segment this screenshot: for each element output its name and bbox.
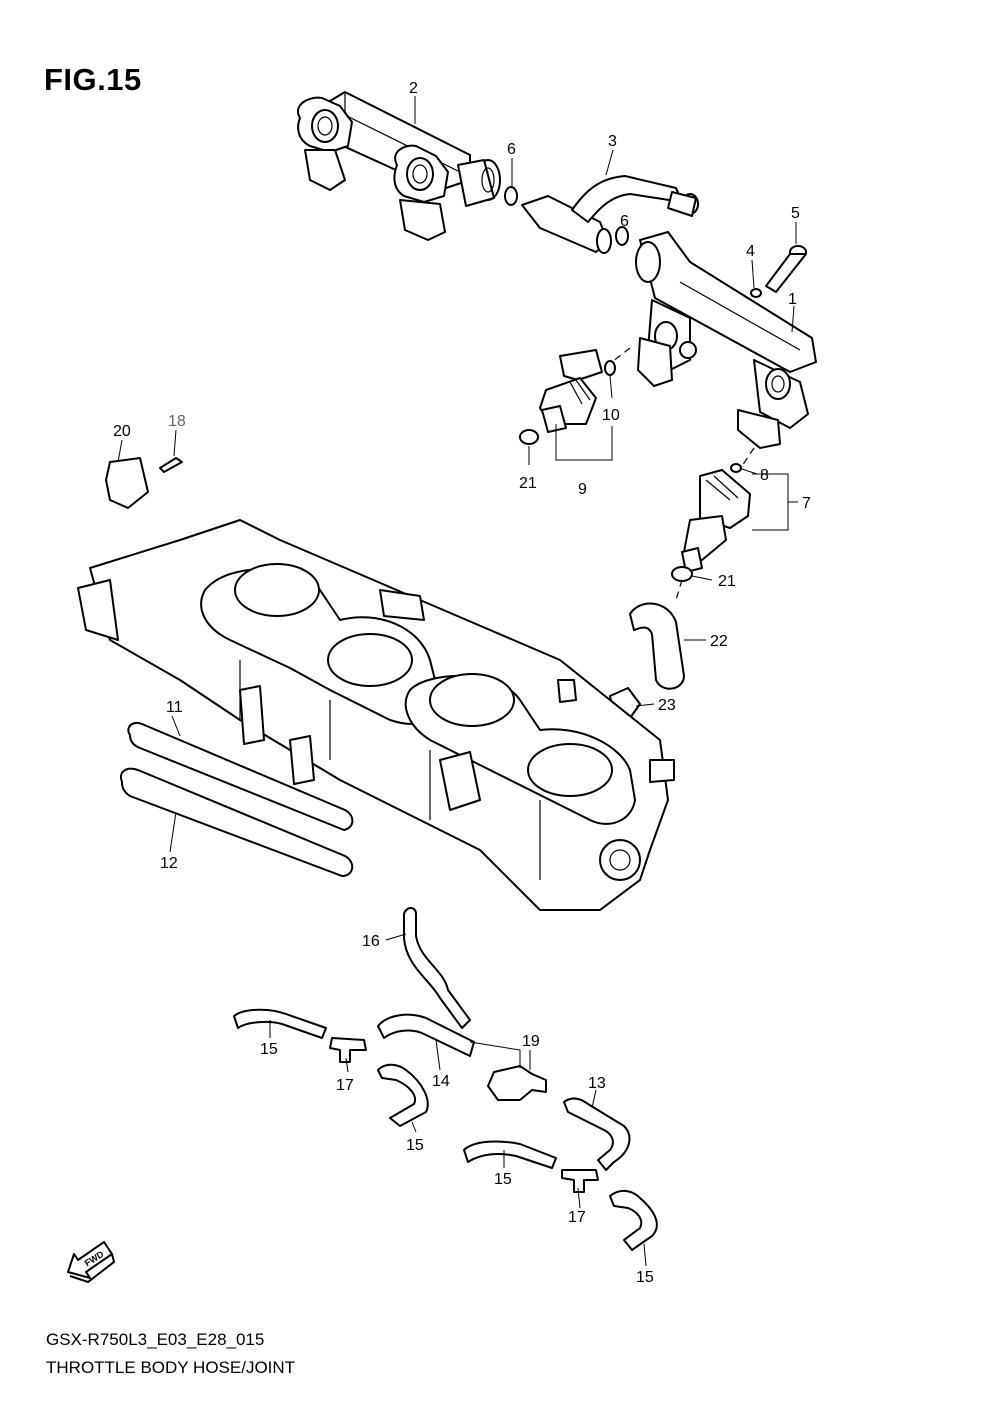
joint-17-left [329, 1037, 367, 1063]
hose-15-left [233, 1008, 327, 1039]
hose-14 [377, 1013, 475, 1057]
callout-14: 14 [432, 1073, 450, 1090]
callout-1: 1 [788, 291, 797, 308]
gasket-12 [120, 767, 354, 877]
callout-17-left: 17 [336, 1077, 354, 1094]
hose-22 [629, 602, 685, 690]
hose-15-mid [377, 1063, 429, 1127]
callout-8: 8 [760, 467, 769, 484]
diagram-caption: THROTTLE BODY HOSE/JOINT [46, 1358, 296, 1377]
callout-21-upper: 21 [519, 475, 537, 492]
callout-15-mid: 15 [406, 1137, 424, 1154]
dashed-guide-lines [611, 347, 755, 601]
callout-10: 10 [602, 407, 620, 424]
hose-15-bottom [609, 1190, 658, 1251]
o-ring-6-lower [615, 226, 629, 246]
figure-title: FIG.15 [44, 62, 142, 97]
o-ring-8 [730, 463, 742, 473]
fwd-arrow-icon: FWD [67, 1241, 116, 1284]
callout-4: 4 [746, 243, 755, 260]
callout-15-bottom: 15 [636, 1269, 654, 1286]
callout-2: 2 [409, 80, 418, 97]
callout-3: 3 [608, 133, 617, 150]
callout-23: 23 [658, 697, 676, 714]
callout-15-lower: 15 [494, 1171, 512, 1188]
callout-6-lower: 6 [620, 213, 629, 230]
hose-16 [403, 907, 471, 1029]
callout-17-lower: 17 [568, 1209, 586, 1226]
callout-7: 7 [802, 495, 811, 512]
callout-13: 13 [588, 1075, 606, 1092]
callout-20: 20 [113, 423, 131, 440]
cushion-21-lower [671, 566, 693, 582]
fuel-feed-joint [521, 175, 699, 254]
callout-22: 22 [710, 633, 728, 650]
callout-11: 11 [166, 699, 183, 716]
fuel-rail-upper [297, 91, 501, 241]
injector-7 [681, 469, 751, 573]
cushion-21-upper [519, 429, 539, 445]
valve-19 [487, 1065, 547, 1101]
hose-13 [563, 1097, 631, 1171]
callout-9: 9 [578, 481, 587, 498]
injector-9 [539, 349, 603, 433]
callout-5: 5 [791, 205, 800, 222]
fuel-rail-lower [635, 231, 817, 449]
callout-21-lower: 21 [718, 573, 736, 590]
callout-15-left: 15 [260, 1041, 278, 1058]
sensor-20 [105, 457, 149, 509]
callout-6-upper: 6 [507, 141, 516, 158]
callout-labels: 1 2 3 4 5 6 6 7 8 9 10 11 12 13 14 15 15… [113, 80, 811, 1286]
callout-18: 18 [168, 413, 186, 430]
throttle-body [77, 519, 675, 911]
o-ring-10 [604, 360, 616, 376]
screw-18 [159, 457, 183, 473]
gasket-11 [127, 722, 354, 831]
hose-15-lower [463, 1140, 557, 1169]
callout-12: 12 [160, 855, 178, 872]
joint-17-lower [561, 1169, 599, 1193]
callout-19: 19 [522, 1033, 540, 1050]
diagram-code: GSX-R750L3_E03_E28_015 [46, 1330, 265, 1349]
callout-16: 16 [362, 933, 380, 950]
washer-4 [750, 288, 762, 298]
bolt-5 [765, 245, 807, 293]
o-ring-6-upper [504, 186, 518, 206]
leader-lines [117, 96, 798, 1267]
